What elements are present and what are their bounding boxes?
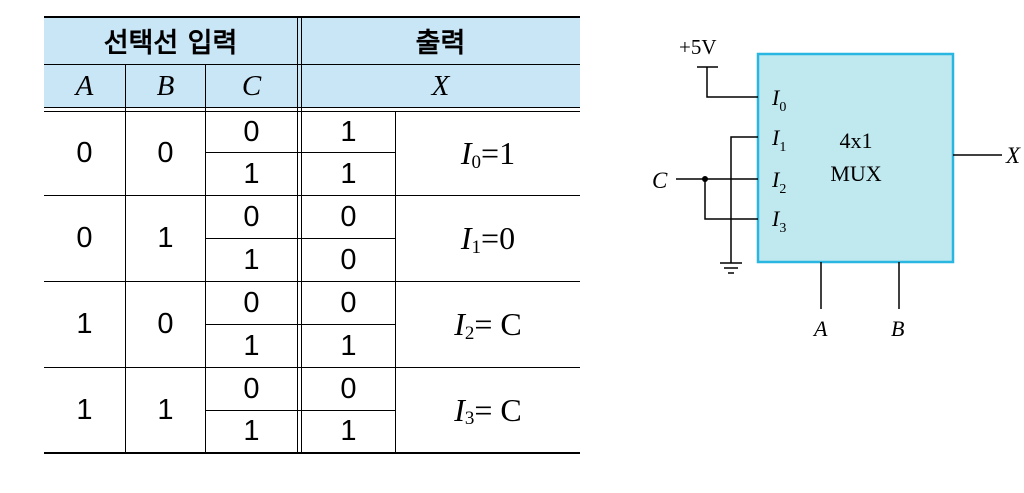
header-background [44, 17, 580, 108]
mux-circuit-diagram: +5V C I0 I1 I2 I3 4x1 MUX X A B [652, 35, 1021, 341]
cell-c: 1 [243, 329, 260, 362]
table-top-border [44, 16, 580, 18]
mux-label-size: 4x1 [840, 128, 873, 153]
cell-a: 1 [76, 308, 93, 340]
input-i1-label: I1 [771, 125, 786, 155]
row-split [205, 324, 395, 325]
cell-a: 0 [76, 137, 93, 169]
cell-a: 1 [76, 393, 93, 426]
cell-x: 0 [340, 243, 357, 276]
cell-x: 1 [340, 115, 357, 148]
header-divider [44, 64, 580, 65]
input-i0-label: I0 [771, 85, 786, 115]
cell-x: 0 [340, 200, 357, 233]
supply-label: +5V [679, 35, 717, 59]
cell-c: 0 [243, 115, 260, 148]
cell-c: 0 [243, 372, 260, 405]
group-divider [44, 367, 580, 368]
cell-x: 1 [340, 157, 357, 190]
cell-x: 1 [340, 415, 357, 447]
col-divider [125, 64, 126, 453]
col-divider-double [301, 16, 302, 453]
header-bottom-line-2 [44, 111, 580, 112]
cell-b: 1 [157, 222, 174, 254]
cell-c: 0 [243, 200, 260, 233]
select-b-label: B [891, 316, 904, 341]
input-i3-label: I3 [771, 206, 786, 236]
select-a-label: A [812, 316, 828, 341]
input-i2-label: I2 [771, 167, 786, 197]
col-divider [205, 64, 206, 453]
cell-b: 1 [157, 393, 174, 426]
header-col-b: B [156, 69, 175, 102]
cell-b: 0 [157, 137, 174, 169]
header-col-a: A [75, 69, 94, 102]
cell-c: 1 [243, 243, 260, 276]
col-divider [395, 111, 396, 453]
supply-wire [697, 66, 758, 98]
header-output: 출력 [415, 28, 466, 59]
cell-x: 0 [340, 286, 357, 319]
signal-c-label: C [652, 168, 668, 193]
cell-x: 0 [340, 372, 357, 405]
row-split [205, 410, 395, 411]
mux-block [756, 52, 955, 264]
cell-c: 1 [243, 415, 260, 447]
output-x-label: X [1005, 143, 1021, 168]
cell-c: 0 [243, 286, 260, 319]
group-divider [44, 195, 580, 196]
header-select-inputs: 선택선 입력 [103, 28, 238, 59]
cell-b: 0 [157, 308, 174, 340]
row-split [205, 152, 395, 153]
junction-dot [702, 176, 708, 182]
header-col-x: X [431, 69, 450, 102]
cell-x: 1 [340, 329, 357, 362]
ground-icon [720, 262, 742, 274]
table-bottom-border [44, 452, 580, 454]
cell-a: 0 [76, 222, 93, 254]
mux-label-name: MUX [830, 161, 881, 186]
group-divider [44, 281, 580, 282]
header-bottom-line-1 [44, 107, 580, 108]
cell-c: 1 [243, 157, 260, 190]
ground-wire [730, 136, 758, 263]
row-split [205, 238, 395, 239]
header-col-c: C [241, 69, 262, 102]
col-divider-double [297, 16, 298, 453]
signal-c-wire [676, 178, 758, 220]
